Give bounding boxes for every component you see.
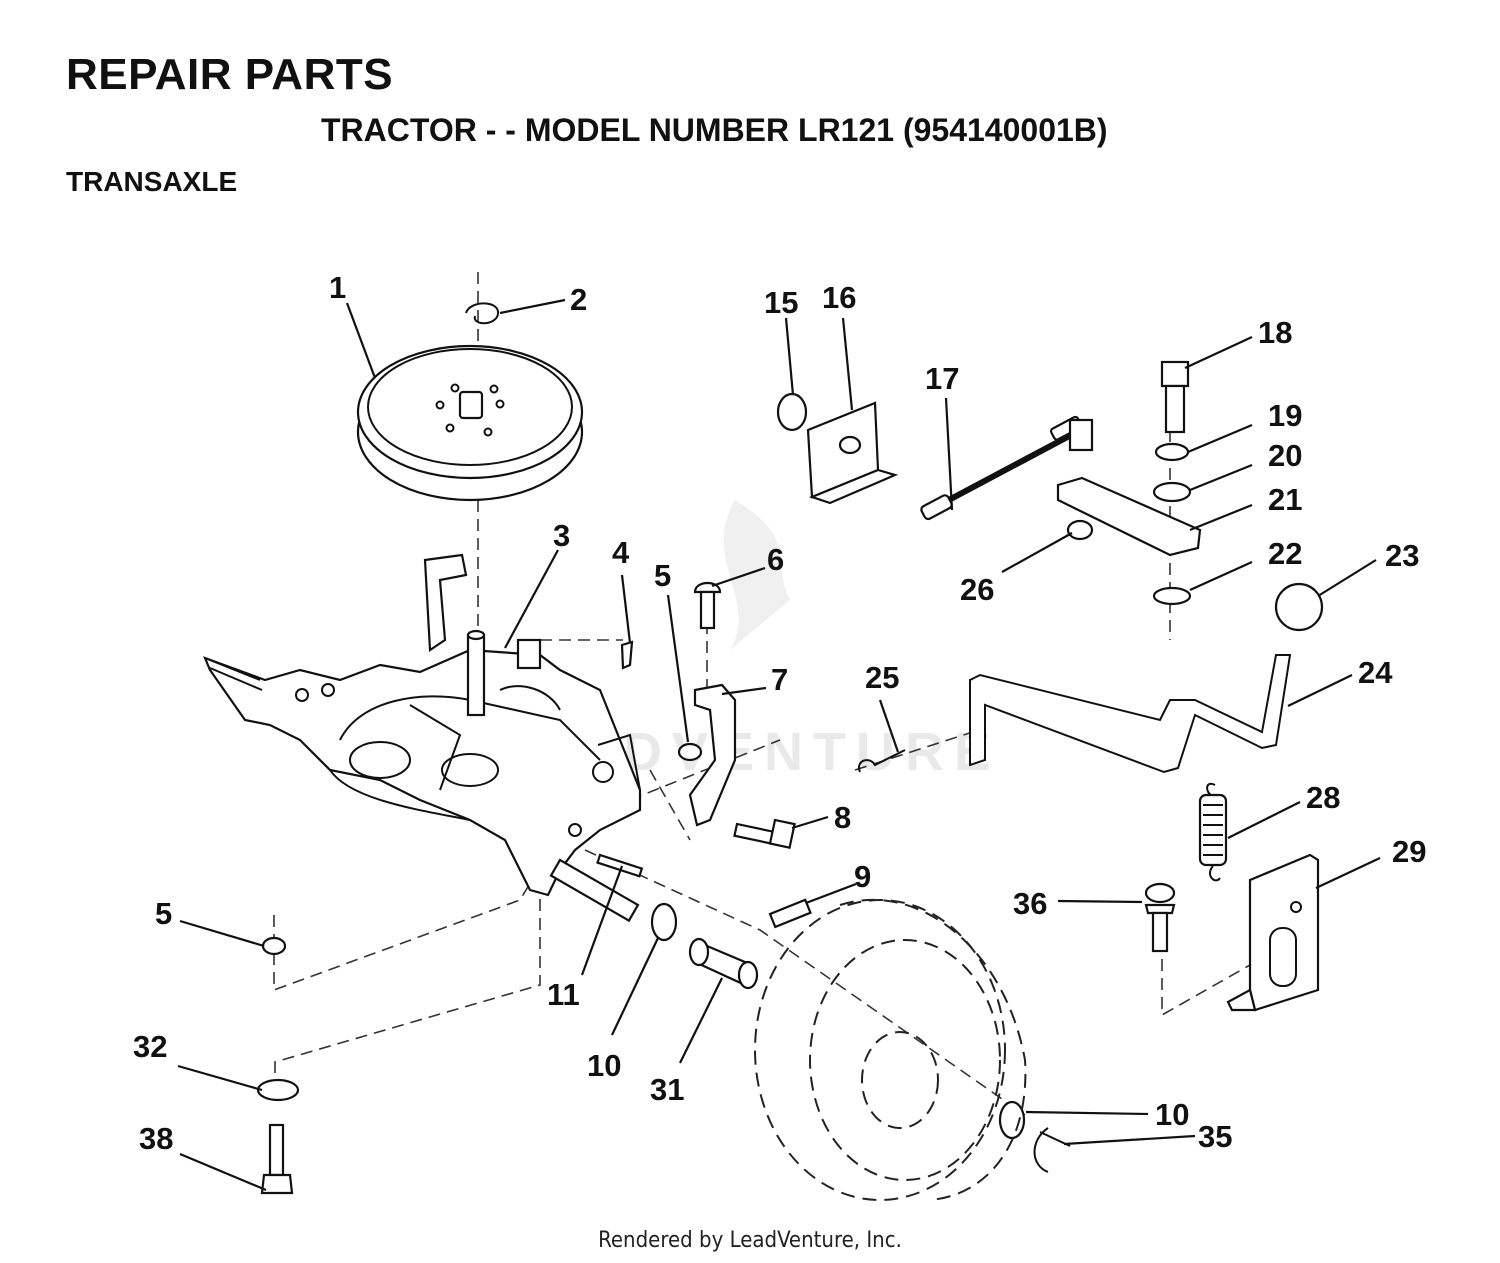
pulley (356, 344, 584, 502)
callout-32: 32 (133, 1029, 167, 1064)
mounting-bracket (688, 683, 737, 827)
e-clip (465, 302, 499, 325)
callout-1: 1 (329, 270, 346, 305)
callout-19: 19 (1268, 398, 1302, 433)
flat-washer-20 (1152, 481, 1192, 503)
angle-bracket (806, 401, 899, 505)
shift-lever (969, 654, 1292, 774)
hex-bolt-18 (1160, 360, 1190, 434)
callout-18: 18 (1258, 315, 1292, 350)
carriage-bolt (693, 581, 722, 630)
callout-31: 31 (650, 1072, 684, 1107)
callout-10-wheel: 10 (1155, 1097, 1189, 1132)
link-plate (1056, 476, 1202, 557)
callout-25: 25 (865, 660, 899, 695)
adjustment-screw (1144, 882, 1176, 953)
callout-11: 11 (547, 977, 580, 1012)
callout-20: 20 (1268, 438, 1302, 473)
callout-8: 8 (834, 800, 851, 835)
footer-credit: Rendered by LeadVenture, Inc. (598, 1228, 902, 1253)
callout-26: 26 (960, 572, 994, 607)
callout-2: 2 (570, 282, 587, 317)
cotter-pin (858, 749, 906, 773)
square-washer (1152, 586, 1192, 606)
callout-9: 9 (854, 859, 871, 894)
callout-numbers: 1 2 3 4 5 5 6 7 8 9 10 10 11 15 16 17 18… (133, 270, 1426, 1156)
callout-17: 17 (925, 361, 959, 396)
callout-24: 24 (1358, 655, 1393, 690)
shift-knob (1274, 582, 1324, 632)
shoulder-bolt (260, 1123, 294, 1195)
bolt-washer (256, 1078, 300, 1102)
callout-21: 21 (1268, 482, 1302, 517)
callout-29: 29 (1392, 834, 1426, 869)
callout-15: 15 (764, 285, 798, 320)
callout-5-upper: 5 (654, 558, 671, 593)
hex-nut-upper (677, 742, 703, 762)
callout-7: 7 (771, 662, 788, 697)
control-rod (920, 415, 1094, 521)
callout-3: 3 (553, 518, 570, 553)
spring-bracket (1226, 853, 1320, 1012)
callout-38: 38 (139, 1121, 173, 1156)
hex-bolt (733, 818, 796, 849)
callout-22: 22 (1268, 536, 1302, 571)
callout-6: 6 (767, 542, 784, 577)
washer-15 (776, 392, 808, 432)
model-subtitle: TRACTOR - - MODEL NUMBER LR121 (95414000… (321, 112, 1108, 148)
leader-lines (177, 298, 1381, 1192)
callout-5-lower: 5 (155, 896, 172, 931)
callout-35: 35 (1198, 1119, 1232, 1154)
callout-10-axle: 10 (587, 1048, 621, 1083)
wheel-spacer (688, 937, 759, 990)
key-pin (620, 640, 634, 670)
callout-28: 28 (1306, 780, 1340, 815)
callout-36: 36 (1013, 886, 1047, 921)
transaxle-assembly (203, 553, 642, 923)
callout-4: 4 (612, 535, 630, 570)
section-title: TRANSAXLE (66, 166, 238, 197)
lock-washer (1154, 442, 1190, 462)
page-title: REPAIR PARTS (66, 50, 394, 99)
tension-spring (1198, 782, 1228, 882)
rear-tire (754, 899, 1027, 1201)
callout-23: 23 (1385, 538, 1419, 573)
flat-washer-axle (650, 902, 678, 942)
callout-16: 16 (822, 280, 856, 315)
axle-key (596, 853, 644, 878)
hex-nut-26 (1066, 519, 1094, 541)
set-screw (768, 898, 812, 929)
retaining-clip (1033, 1127, 1071, 1173)
hex-nut-lower (261, 936, 287, 956)
